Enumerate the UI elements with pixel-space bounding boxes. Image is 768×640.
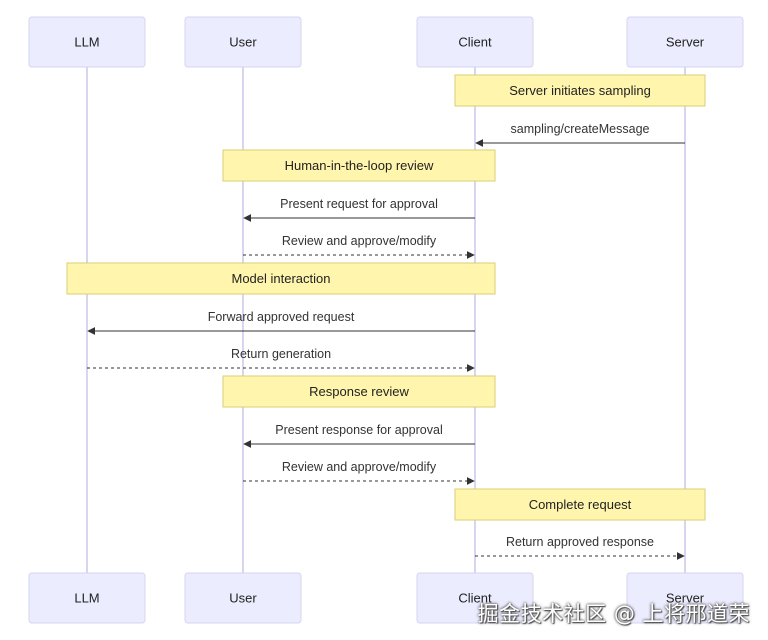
actor-server-top: Server <box>626 16 744 68</box>
note-box <box>454 488 706 521</box>
note: Model interaction <box>66 262 496 295</box>
note: Human-in-the-loop review <box>222 149 496 182</box>
actor-box <box>416 16 534 68</box>
note-label: Complete request <box>529 497 632 512</box>
message: Forward approved request <box>87 310 475 335</box>
message-label: Present response for approval <box>275 423 442 437</box>
actor-client-top: Client <box>416 16 534 68</box>
note: Response review <box>222 375 496 408</box>
message: Return approved response <box>475 535 685 560</box>
note-box <box>454 74 706 107</box>
actor-box <box>184 16 302 68</box>
actor-user-bottom: User <box>184 572 302 624</box>
message: Present request for approval <box>243 197 475 222</box>
actor-client-bottom: Client <box>416 572 534 624</box>
actor-label: Server <box>666 590 705 605</box>
message-label: Review and approve/modify <box>282 234 437 248</box>
message-label: Forward approved request <box>208 310 355 324</box>
actor-label: User <box>229 34 257 49</box>
note-label: Server initiates sampling <box>509 83 651 98</box>
actor-user-top: User <box>184 16 302 68</box>
note-label: Human-in-the-loop review <box>285 158 434 173</box>
actor-label: Server <box>666 34 705 49</box>
message: Present response for approval <box>243 423 475 448</box>
watermark-text: 掘金技术社区 @ 上将邢道荣 <box>477 602 750 626</box>
actor-llm-top: LLM <box>28 16 146 68</box>
message: Review and approve/modify <box>243 234 475 259</box>
note-label: Response review <box>309 384 409 399</box>
actor-box <box>416 572 534 624</box>
actor-label: LLM <box>74 590 99 605</box>
message: Review and approve/modify <box>243 460 475 485</box>
actor-label: LLM <box>74 34 99 49</box>
actor-box <box>184 572 302 624</box>
note: Complete request <box>454 488 706 521</box>
actor-label: Client <box>458 590 492 605</box>
note: Server initiates sampling <box>454 74 706 107</box>
message-label: Present request for approval <box>280 197 438 211</box>
actor-label: User <box>229 590 257 605</box>
message-label: Return approved response <box>506 535 654 549</box>
message: Return generation <box>87 347 475 372</box>
note-label: Model interaction <box>232 271 331 286</box>
note-box <box>66 262 496 295</box>
actor-server-bottom: Server <box>626 572 744 624</box>
actor-box <box>626 16 744 68</box>
actor-llm-bottom: LLM <box>28 572 146 624</box>
message-label: sampling/createMessage <box>511 122 650 136</box>
message: sampling/createMessage <box>475 122 685 147</box>
message-label: Review and approve/modify <box>282 460 437 474</box>
message-label: Return generation <box>231 347 331 361</box>
actor-box <box>626 572 744 624</box>
actor-label: Client <box>458 34 492 49</box>
note-box <box>222 375 496 408</box>
note-box <box>222 149 496 182</box>
actor-box <box>28 572 146 624</box>
actor-box <box>28 16 146 68</box>
